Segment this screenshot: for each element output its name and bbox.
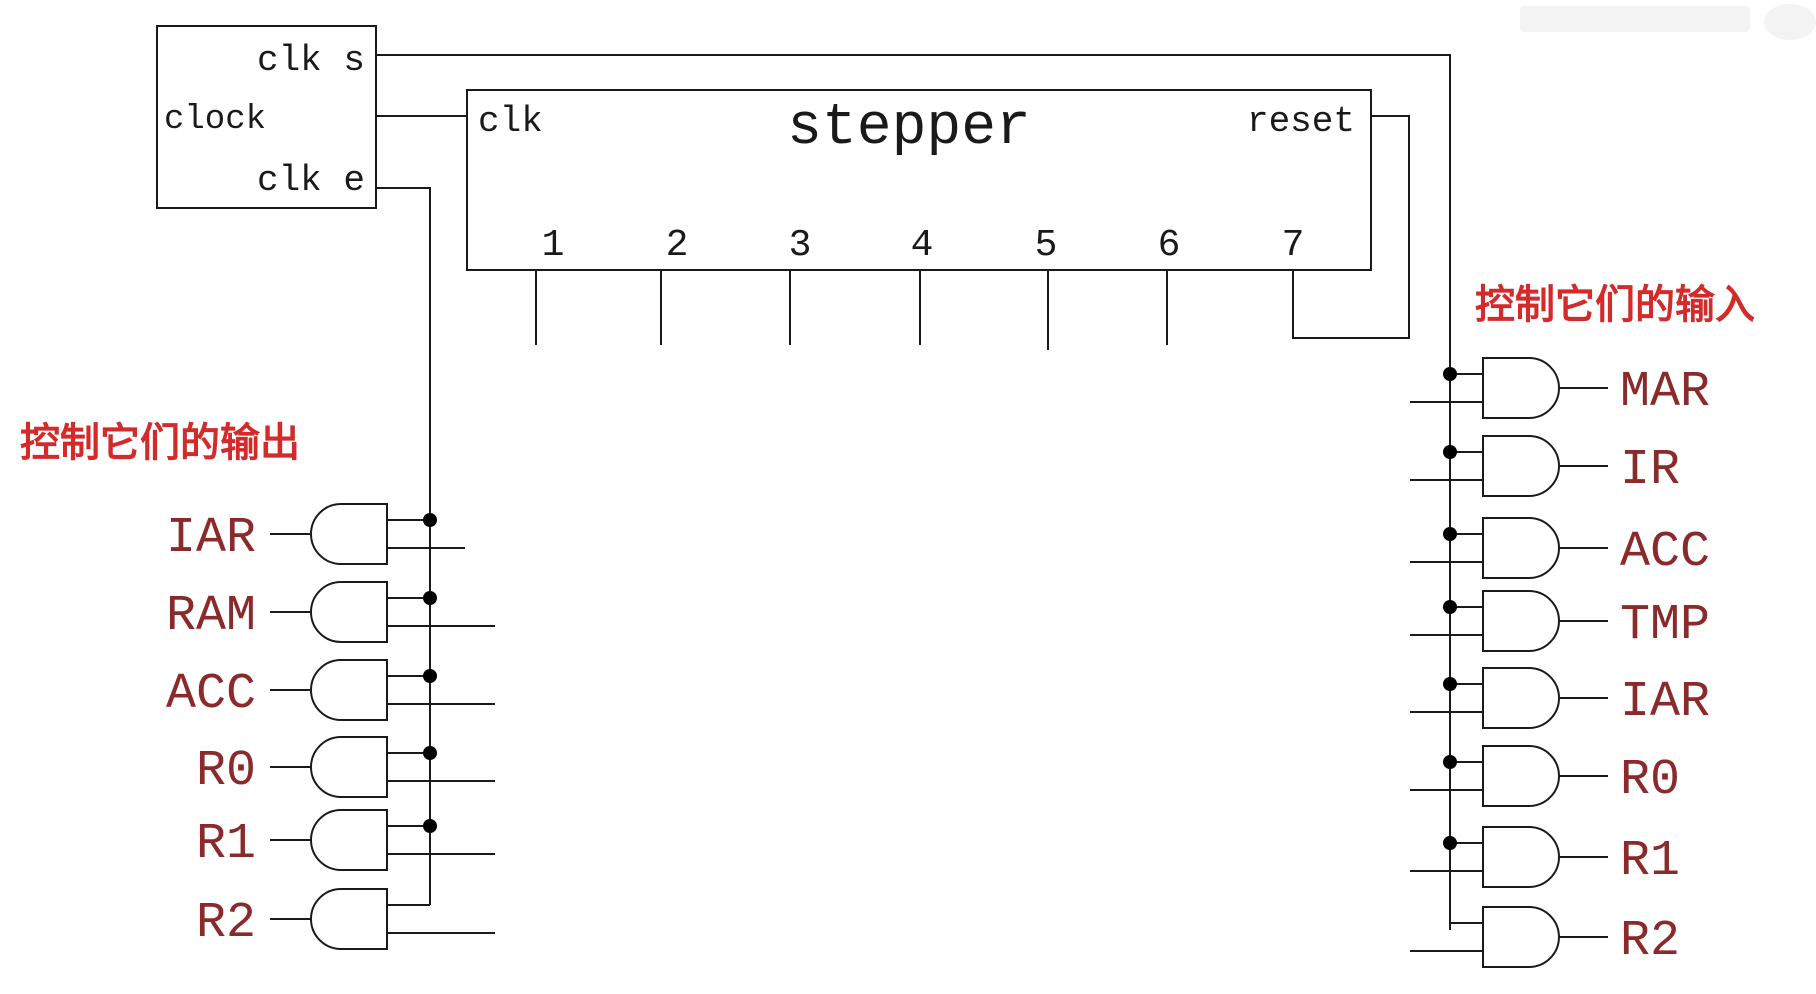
stepper-box [466, 89, 1372, 271]
and-gate-icon [310, 809, 388, 871]
and-gate-icon [1482, 590, 1560, 652]
junction-dot [1443, 445, 1457, 459]
stepper-step-label: 3 [789, 224, 812, 267]
output-gate-row: R1 [196, 809, 495, 873]
input-gate-row: IAR [1410, 667, 1710, 731]
stepper-reset-label: reset [1247, 101, 1355, 142]
junction-dot [423, 513, 437, 527]
output-register-label: R2 [196, 895, 256, 952]
output-register-label: R1 [196, 816, 256, 873]
reset-feedback-wire [1292, 115, 1410, 339]
stepper-step-label: 2 [666, 224, 689, 267]
and-gate-icon [1482, 826, 1560, 888]
input-gate-row: MAR [1410, 357, 1710, 421]
stepper-step-label: 1 [542, 224, 565, 267]
and-gate-icon [310, 888, 388, 950]
output-gate-row: ACC [166, 659, 495, 723]
input-register-label: IAR [1620, 674, 1710, 731]
and-gate-icon [310, 581, 388, 643]
junction-dot [1443, 677, 1457, 691]
input-register-label: TMP [1620, 597, 1710, 654]
input-register-label: MAR [1620, 364, 1710, 421]
and-gate-icon [1482, 517, 1560, 579]
clock-box [156, 25, 377, 209]
output-register-label: RAM [166, 588, 256, 645]
clk-s-wire [376, 54, 1451, 930]
clock-clk-s-label: clk s [257, 40, 365, 81]
output-register-label: ACC [166, 666, 256, 723]
and-gate-icon [1482, 906, 1560, 968]
input-gate-row: R0 [1410, 745, 1680, 809]
output-gate-row: IAR [166, 503, 465, 567]
and-gate-icon [310, 736, 388, 798]
input-gate-row: R1 [1410, 826, 1680, 890]
input-register-label: IR [1620, 442, 1680, 499]
junction-dot [1443, 600, 1457, 614]
and-gate-icon [1482, 435, 1560, 497]
watermark-logo [1764, 4, 1816, 40]
input-gate-row: TMP [1410, 590, 1710, 654]
junction-dot [1443, 367, 1457, 381]
stepper-step-label: 5 [1035, 224, 1058, 267]
and-gate-icon [1482, 357, 1560, 419]
stepper-title: stepper [787, 96, 1031, 161]
input-register-label: R1 [1620, 833, 1680, 890]
output-gate-row: R0 [196, 736, 495, 800]
outputs-heading: 控制它们的输出 [20, 420, 300, 466]
output-register-label: IAR [166, 510, 256, 567]
junction-dot [423, 746, 437, 760]
junction-dot [423, 591, 437, 605]
junction-dot [423, 669, 437, 683]
clock-title: clock [164, 101, 266, 139]
and-gate-icon [310, 659, 388, 721]
and-gate-icon [1482, 745, 1560, 807]
input-gate-row: ACC [1410, 517, 1710, 581]
stepper-step-label: 4 [911, 224, 934, 267]
input-register-label: R0 [1620, 752, 1680, 809]
output-gate-row: RAM [166, 581, 495, 645]
and-gate-icon [310, 503, 388, 565]
junction-dot [423, 819, 437, 833]
stepper-step-label: 7 [1282, 224, 1305, 267]
input-register-label: R2 [1620, 913, 1680, 970]
watermark [1520, 6, 1750, 32]
junction-dot [1443, 836, 1457, 850]
and-gate-icon [1482, 667, 1560, 729]
stepper-clk-label: clk [478, 101, 543, 142]
clk-e-wire [376, 187, 431, 905]
junction-dot [1443, 527, 1457, 541]
output-register-label: R0 [196, 743, 256, 800]
inputs-heading: 控制它们的输入 [1475, 282, 1755, 328]
clock-block: clk s clock clk e [156, 25, 377, 209]
input-gate-row: R2 [1410, 906, 1680, 970]
stepper-step-label: 6 [1158, 224, 1181, 267]
input-register-label: ACC [1620, 524, 1710, 581]
clock-clk-e-label: clk e [257, 160, 365, 201]
stepper-block: clk stepper reset 1 2 3 4 5 6 7 [466, 89, 1372, 271]
output-gate-row: R2 [196, 888, 495, 952]
input-gate-row: IR [1410, 435, 1680, 499]
junction-dot [1443, 755, 1457, 769]
